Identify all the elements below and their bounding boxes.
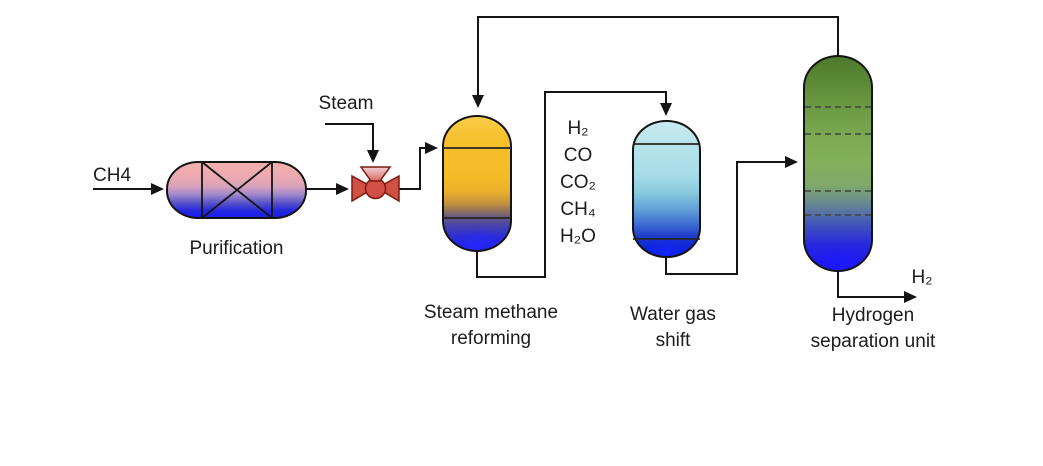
separator-tray-lines: [805, 106, 871, 216]
hydrogen-separation-vessel: [803, 55, 873, 272]
recycle-line: [472, 16, 839, 108]
composition-item: H₂: [567, 118, 589, 139]
reformer-outlet-composition: H₂ CO CO₂ CH₄ H₂O: [539, 115, 617, 250]
shift-to-separator-line: [665, 156, 798, 275]
steam-valve-icon: [351, 166, 400, 203]
feed-stream-label: CH4: [93, 165, 132, 186]
water-gas-shift-label: Water gas shift: [630, 304, 716, 351]
steam-line: [325, 123, 379, 163]
composition-item: H₂O: [560, 226, 596, 247]
hydrogen-product-line: [837, 271, 917, 303]
hydrogen-product-label: H₂: [911, 267, 933, 288]
steam-methane-reforming-vessel: [442, 115, 512, 252]
steam-methane-reforming-label: Steam methane reforming: [423, 302, 559, 349]
composition-item: CO: [563, 145, 593, 166]
shift-section-lines: [633, 143, 700, 240]
purification-vessel: [166, 161, 307, 219]
purification-label: Purification: [189, 238, 284, 259]
reformer-to-shift-line: [476, 91, 672, 278]
reformer-section-lines: [443, 147, 511, 219]
steam-stream-label: Steam: [318, 93, 374, 114]
hydrogen-separation-label: Hydrogen separation unit: [810, 305, 936, 352]
packing-cross-icon: [201, 161, 273, 219]
valve-to-reformer-line: [399, 142, 438, 190]
composition-item: CO₂: [560, 172, 596, 193]
composition-item: CH₄: [560, 199, 596, 220]
